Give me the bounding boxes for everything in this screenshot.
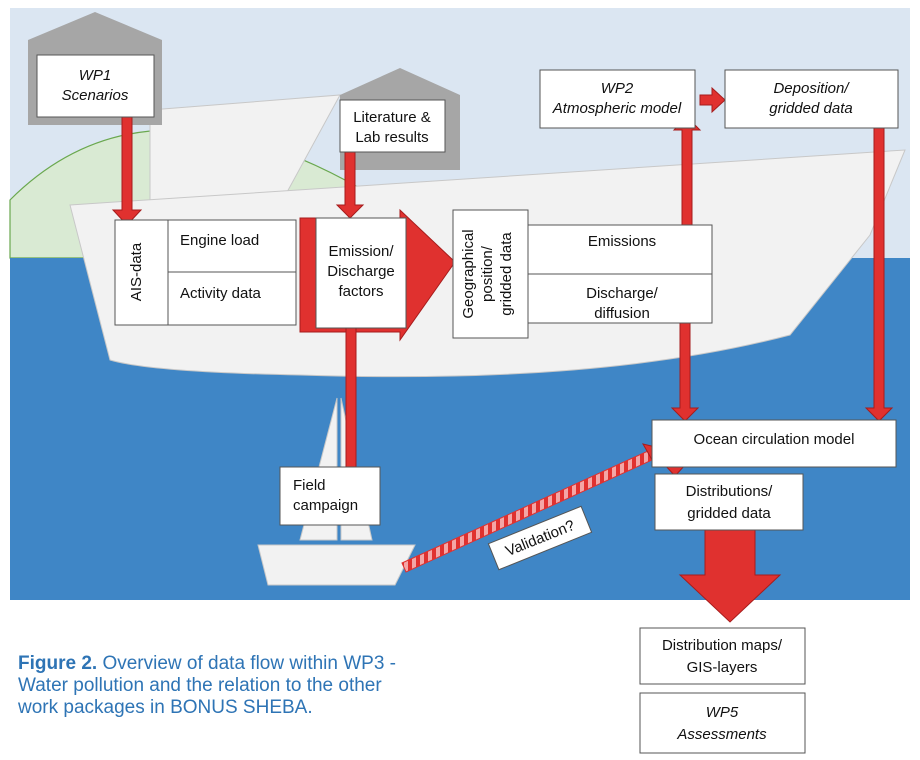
box-wp1: WP1 Scenarios — [36, 54, 155, 118]
box-literature: Literature & Lab results — [339, 99, 446, 153]
maps-line1: Distribution maps/ — [662, 637, 783, 654]
geo-line1: Geographical — [460, 229, 477, 318]
deposition-line2: gridded data — [769, 100, 852, 117]
caption-label: Figure 2. — [18, 653, 98, 674]
literature-line2: Lab results — [355, 129, 428, 146]
distributions-line2: gridded data — [687, 505, 771, 522]
emission-factors-line1: Emission/ — [328, 243, 394, 260]
wp5-subtitle: Assessments — [676, 726, 767, 743]
geo-line3: gridded data — [498, 232, 515, 316]
box-wp2: WP2 Atmospheric model — [539, 69, 696, 129]
arrow-big-down-to-maps — [678, 529, 782, 623]
geo-line2: position/ — [479, 245, 496, 302]
box-discharge: Discharge/ diffusion — [527, 273, 713, 324]
box-emissions: Emissions — [527, 224, 713, 275]
caption-text: Overview of data flow within WP3 - Water… — [18, 653, 397, 718]
box-emission-factors: Emission/ Discharge factors — [315, 217, 407, 329]
box-wp5: WP5 Assessments — [639, 692, 806, 754]
box-distribution-maps: Distribution maps/ GIS-layers — [639, 627, 806, 685]
engine-load-label: Engine load — [180, 232, 259, 249]
arrow-discharge-to-ocean — [670, 314, 700, 422]
sailboat-hull — [257, 544, 416, 586]
wp1-subtitle: Scenarios — [62, 87, 129, 104]
discharge-line2: diffusion — [594, 305, 650, 322]
box-engine-load: Engine load — [167, 219, 297, 273]
ais-data-label: AIS-data — [128, 242, 145, 301]
wp2-subtitle: Atmospheric model — [552, 100, 682, 117]
emissions-label: Emissions — [588, 233, 656, 250]
arrow-literature-to-factors — [335, 149, 365, 219]
emission-factors-line2: Discharge — [327, 263, 395, 280]
field-campaign-line1: Field — [293, 477, 326, 494]
box-geographical: Geographical position/ gridded data — [452, 209, 529, 339]
box-activity-data: Activity data — [167, 271, 297, 326]
emission-factors-line3: factors — [338, 283, 383, 300]
box-distributions: Distributions/ gridded data — [654, 473, 804, 531]
box-ais-data: AIS-data — [114, 219, 169, 326]
arrow-wp2-to-deposition — [699, 86, 726, 114]
figure-caption: Figure 2. Overview of data flow within W… — [18, 653, 418, 719]
wp1-title: WP1 — [79, 67, 112, 84]
wp5-title: WP5 — [706, 704, 739, 721]
arrow-wp1-to-ais — [111, 111, 143, 226]
wp2-title: WP2 — [601, 80, 634, 97]
field-campaign-line2: campaign — [293, 497, 358, 514]
discharge-line1: Discharge/ — [586, 285, 659, 302]
activity-data-label: Activity data — [180, 285, 262, 302]
box-deposition: Deposition/ gridded data — [724, 69, 899, 129]
literature-line1: Literature & — [353, 109, 431, 126]
box-ocean-model: Ocean circulation model — [651, 419, 897, 468]
ocean-model-label: Ocean circulation model — [694, 431, 855, 448]
deposition-line1: Deposition/ — [773, 80, 850, 97]
box-field-campaign: Field campaign — [279, 466, 381, 526]
distributions-line1: Distributions/ — [686, 483, 774, 500]
maps-line2: GIS-layers — [687, 659, 758, 676]
arrow-deposition-to-ocean — [864, 119, 894, 422]
